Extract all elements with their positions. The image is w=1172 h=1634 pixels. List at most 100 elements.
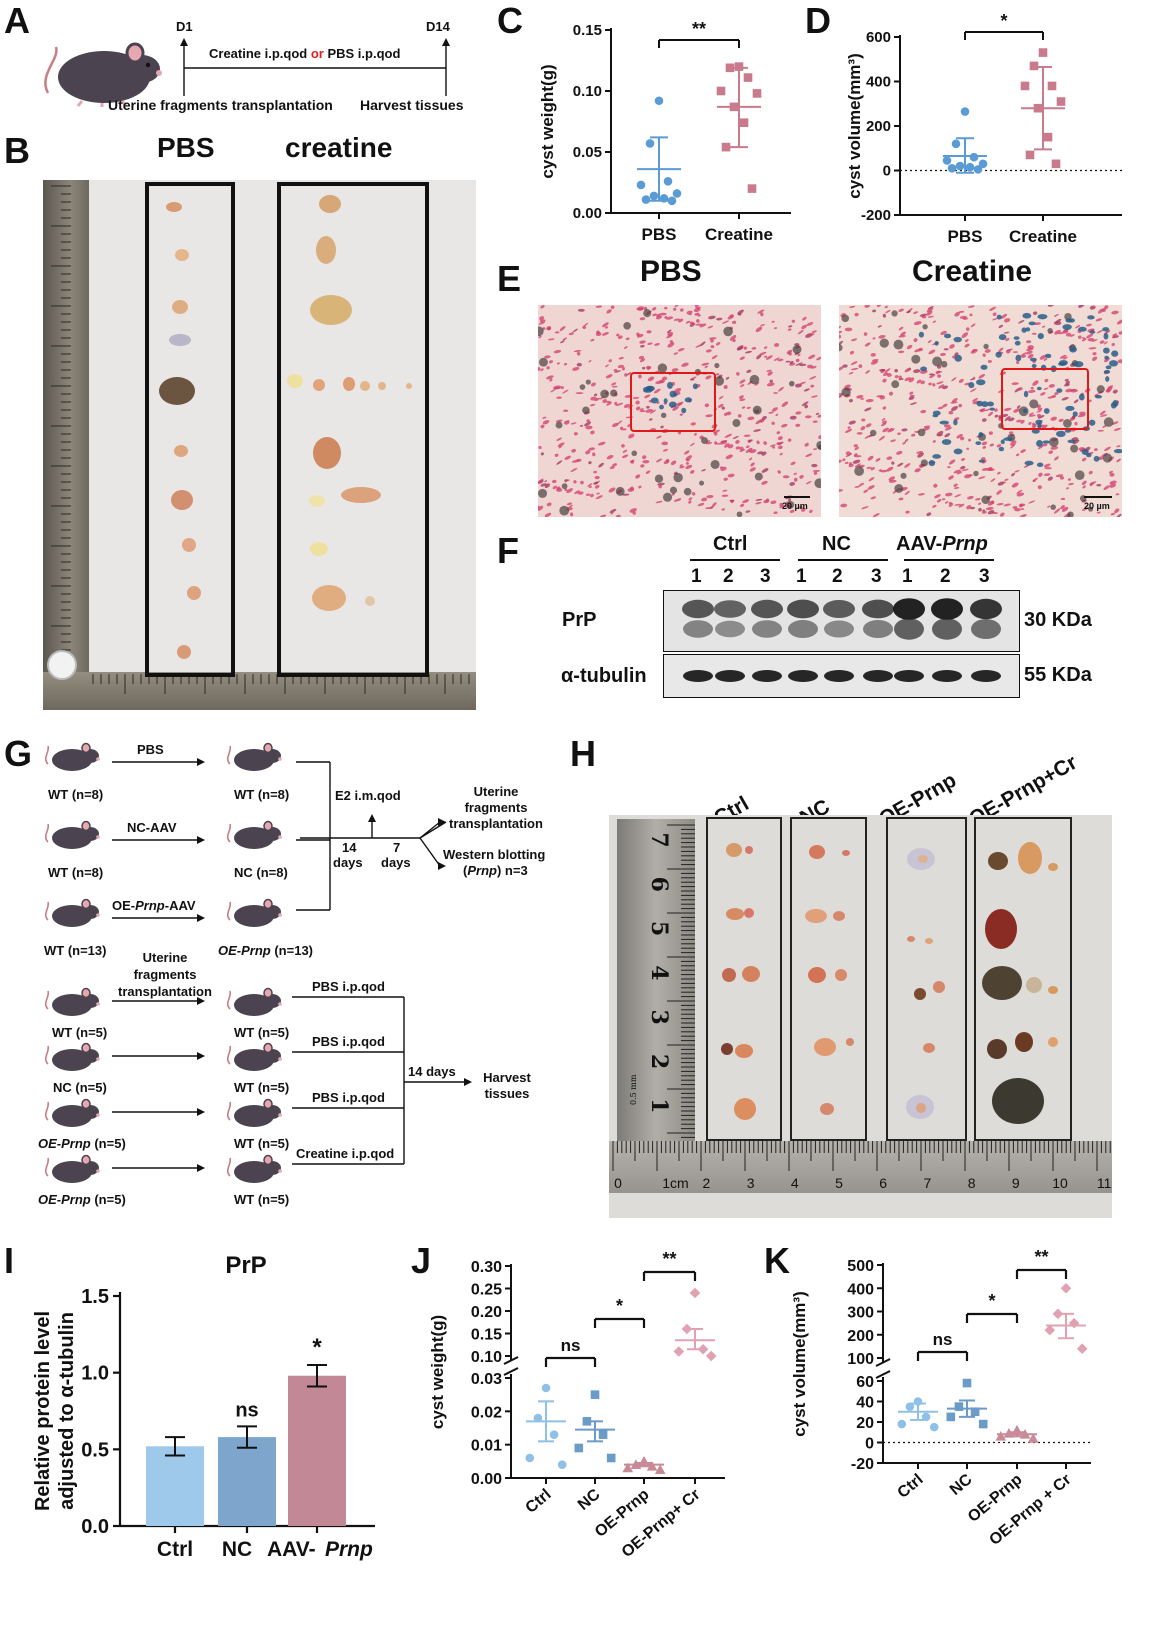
stained-cell	[839, 366, 844, 371]
stained-cell	[645, 365, 652, 370]
stained-cell	[809, 509, 813, 513]
histology-image-pbs: 20 µm	[538, 305, 821, 517]
stained-cell	[740, 384, 745, 388]
stained-cell	[1109, 472, 1115, 477]
stained-cell	[1110, 512, 1116, 516]
stained-cell	[691, 492, 696, 496]
stained-cell	[689, 321, 694, 325]
stained-cell	[639, 409, 646, 413]
mouse-icon	[226, 1154, 282, 1183]
stained-cell	[897, 432, 901, 435]
dark-granule	[736, 511, 743, 517]
stained-cell	[599, 514, 607, 517]
stained-cell	[604, 326, 609, 329]
g-treatment: PBS i.p.qod	[312, 979, 385, 994]
histology-image-creatine: 20 µm	[839, 305, 1122, 517]
stained-cell	[580, 480, 584, 485]
stained-cell	[990, 478, 996, 482]
dark-granule	[841, 387, 851, 397]
stained-cell	[879, 369, 886, 372]
stained-cell	[1001, 413, 1009, 418]
stained-cell	[736, 372, 740, 376]
wb-lane-number: 3	[979, 566, 990, 587]
dark-granule	[900, 472, 907, 479]
stained-cell	[639, 358, 646, 363]
stained-cell	[791, 319, 796, 323]
dark-granule	[657, 363, 668, 373]
sig-label: ns	[235, 1399, 258, 1421]
x-tick-label: Creatine	[705, 225, 773, 244]
stained-cell	[639, 317, 646, 321]
stained-cell	[887, 428, 895, 433]
stained-cell	[742, 499, 750, 504]
stained-cell	[573, 480, 577, 484]
stained-cell	[943, 424, 951, 428]
stained-cell	[608, 487, 616, 493]
stained-cell	[719, 439, 728, 443]
data-point	[965, 162, 975, 172]
data-point	[969, 152, 979, 162]
stained-cell	[677, 348, 685, 352]
stained-cell	[1048, 384, 1055, 388]
stained-cell	[804, 442, 809, 447]
stained-cell	[813, 448, 818, 451]
stained-cell	[746, 406, 751, 409]
stained-cell	[1032, 422, 1036, 426]
stained-cell	[760, 312, 764, 317]
stained-cell	[805, 453, 813, 458]
blue-stained-cell	[1103, 333, 1109, 340]
data-point	[667, 196, 677, 206]
dark-granule	[917, 428, 926, 437]
dark-granule	[932, 356, 942, 367]
stained-cell	[867, 455, 874, 461]
dark-granule	[981, 495, 990, 505]
stained-cell	[718, 395, 724, 400]
stained-cell	[964, 343, 970, 348]
dark-granule	[891, 380, 900, 389]
stained-cell	[766, 382, 775, 387]
data-point	[549, 1430, 559, 1439]
wb-band	[752, 620, 782, 638]
stained-cell	[613, 368, 618, 372]
dark-granule	[1088, 506, 1094, 512]
stained-cell	[937, 406, 944, 410]
stained-cell	[761, 468, 769, 473]
x-tick-label: NC	[575, 1486, 604, 1514]
blue-stained-cell	[989, 407, 995, 411]
g-days: days	[381, 855, 411, 870]
blue-stained-cell	[1014, 340, 1021, 346]
stained-cell	[556, 396, 563, 399]
y-tick-label: 300	[847, 1305, 874, 1322]
stained-cell	[882, 372, 889, 377]
stained-cell	[1037, 445, 1044, 450]
timeline-left-caption: Uterine fragments transplantation	[108, 97, 333, 113]
stained-cell	[936, 381, 944, 385]
stained-cell	[624, 346, 628, 349]
stained-cell	[904, 438, 909, 442]
stained-cell	[1109, 483, 1116, 488]
stained-cell	[1011, 382, 1019, 385]
blue-stained-cell	[941, 439, 952, 445]
stained-cell	[686, 310, 693, 315]
stained-cell	[1043, 473, 1051, 477]
stained-cell	[875, 457, 881, 462]
stained-cell	[1004, 478, 1009, 481]
wb-band	[714, 600, 746, 618]
wb-band	[682, 599, 714, 619]
y-tick-label: 20	[856, 1415, 874, 1432]
stained-cell	[590, 430, 595, 435]
blue-stained-cell	[981, 401, 989, 408]
stained-cell	[716, 317, 723, 321]
stained-cell	[948, 475, 954, 480]
stained-cell	[858, 482, 865, 487]
stained-cell	[1064, 378, 1069, 382]
blue-stained-cell	[953, 419, 958, 426]
stained-cell	[878, 334, 886, 339]
stained-cell	[951, 398, 958, 403]
data-point	[630, 1459, 642, 1469]
ruler-number: 6	[879, 1175, 887, 1191]
stained-cell	[594, 475, 600, 480]
arrow-head	[197, 836, 205, 844]
stained-cell	[651, 307, 657, 311]
stained-cell	[697, 503, 705, 507]
